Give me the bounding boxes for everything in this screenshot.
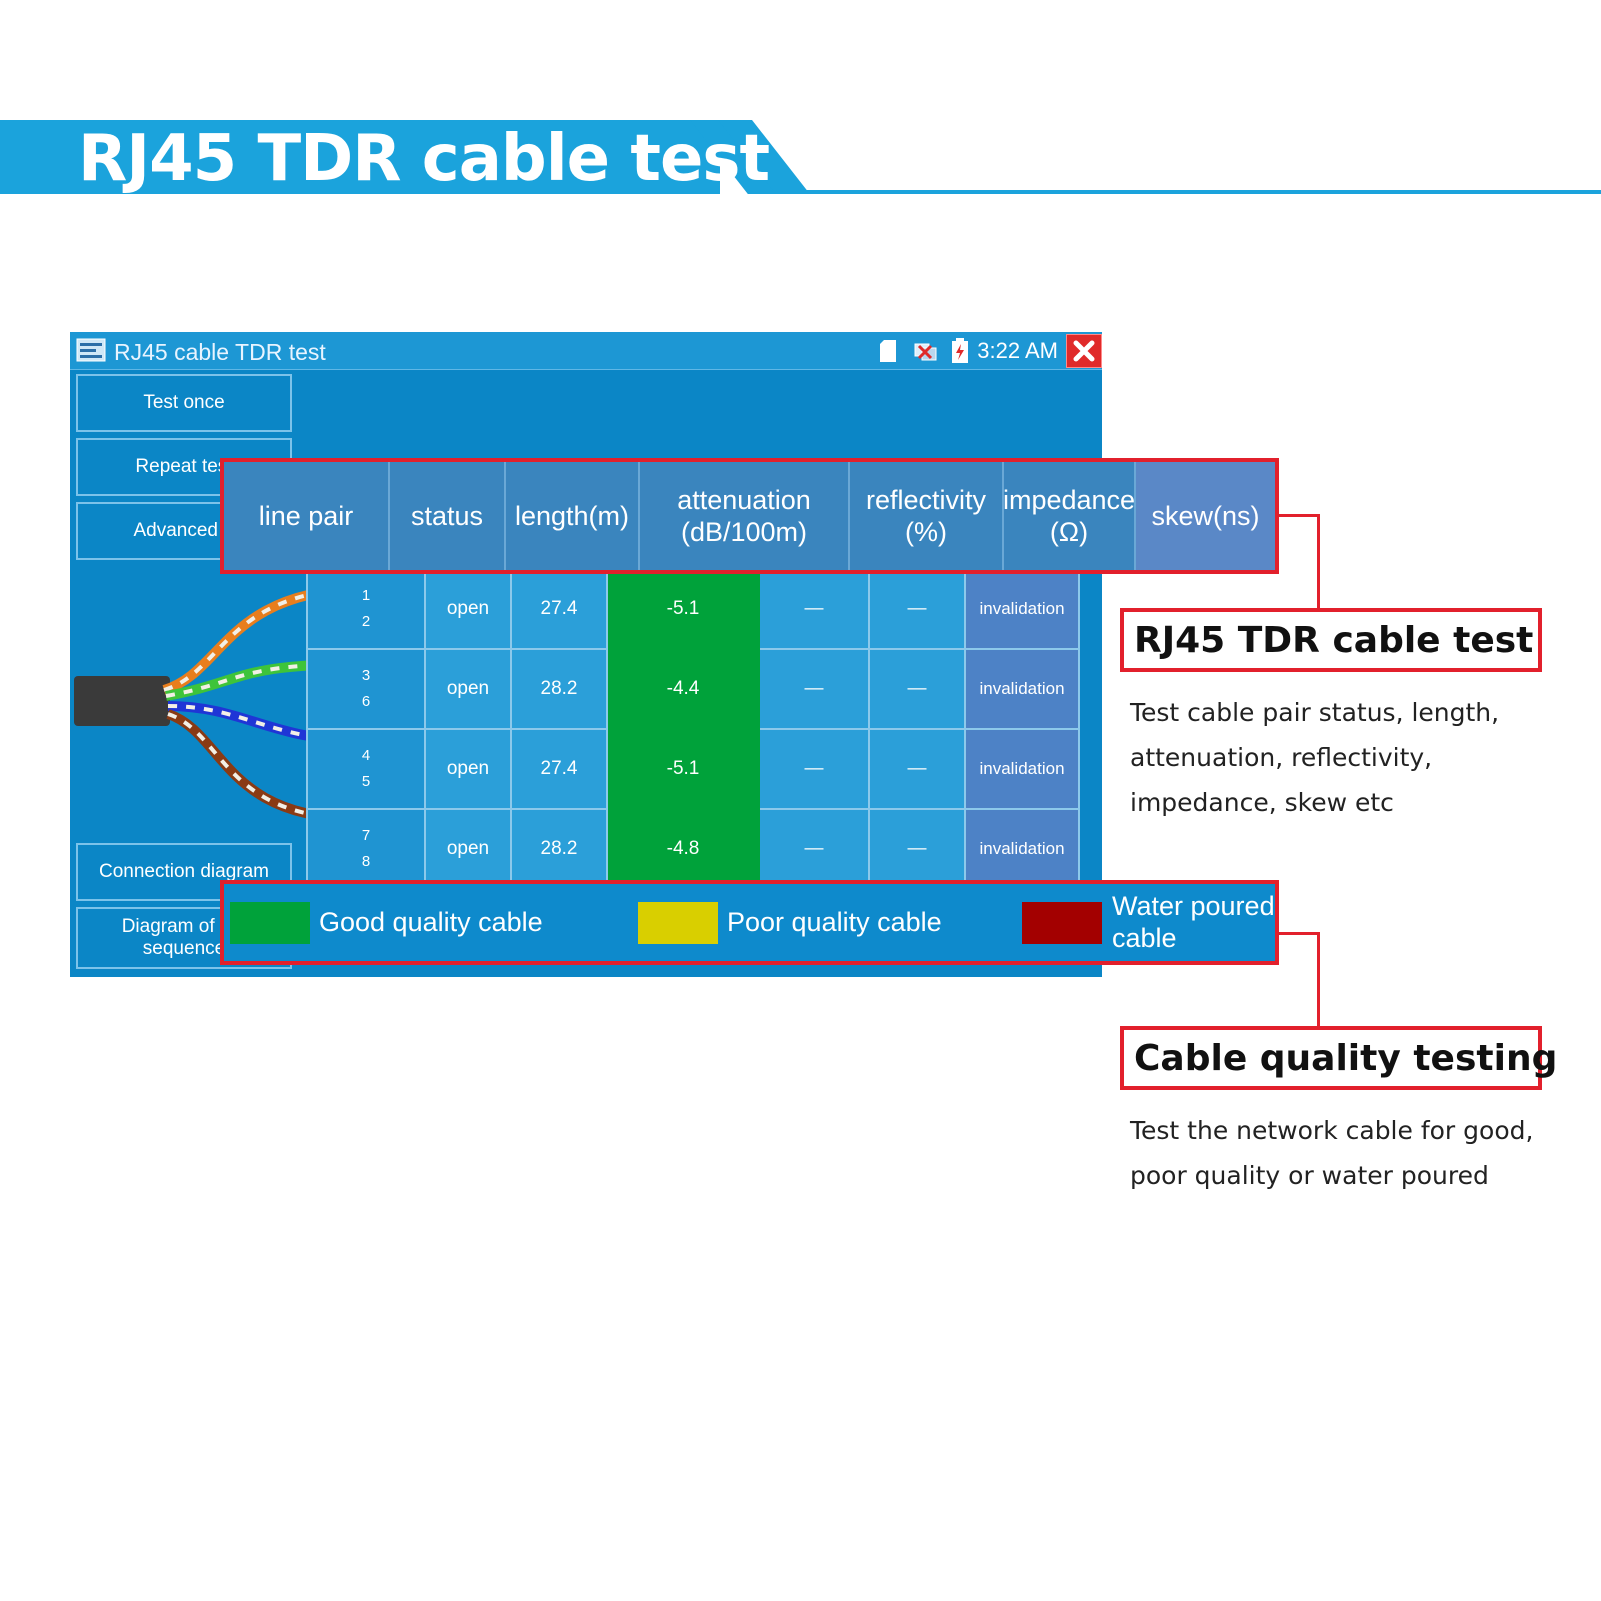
cell-reflectivity: —: [758, 728, 870, 810]
good-quality-swatch: [230, 902, 310, 944]
cell-length: 28.2: [510, 648, 608, 730]
cell-status: open: [424, 728, 512, 810]
header-length: length(m): [506, 462, 640, 570]
screen-title: RJ45 cable TDR test: [114, 339, 326, 365]
device-screen: RJ45 cable TDR test 3:22 AM Te: [70, 332, 1102, 977]
cell-impedance: —: [868, 728, 966, 810]
connector-line: [1279, 932, 1319, 935]
good-quality-label: Good quality cable: [319, 907, 543, 937]
cell-status: open: [424, 648, 512, 730]
header-line-pair: line pair: [224, 462, 390, 570]
cell-length: 27.4: [510, 568, 608, 650]
tdr-callout-box: RJ45 TDR cable test: [1120, 608, 1542, 672]
connector-line: [1279, 514, 1319, 517]
banner-underline: [780, 190, 1601, 194]
banner-title: RJ45 TDR cable test: [78, 122, 770, 196]
cell-reflectivity: —: [758, 808, 870, 890]
cell-attenuation: -4.4: [606, 648, 760, 730]
quality-legend: Good quality cable Poor quality cable Wa…: [220, 880, 1279, 965]
connector-line: [1317, 514, 1320, 610]
test-once-button[interactable]: Test once: [76, 374, 292, 432]
header-status: status: [390, 462, 506, 570]
header-reflectivity: reflectivity(%): [850, 462, 1004, 570]
poor-quality-swatch: [638, 902, 718, 944]
battery-charging-icon: [952, 338, 969, 363]
poor-quality-label: Poor quality cable: [727, 907, 942, 937]
tdr-callout-description: Test cable pair status, length, attenuat…: [1130, 698, 1500, 817]
cell-skew: invalidation: [964, 568, 1080, 650]
clock: 3:22 AM: [977, 338, 1058, 363]
cell-attenuation: -5.1: [606, 568, 760, 650]
cell-impedance: —: [868, 648, 966, 730]
sd-card-icon: [880, 340, 897, 362]
banner-band: [0, 120, 720, 194]
cell-reflectivity: —: [758, 648, 870, 730]
cell-attenuation: -4.8: [606, 808, 760, 890]
quality-callout-description: Test the network cable for good, poor qu…: [1130, 1116, 1534, 1190]
quality-callout-box: Cable quality testing: [1120, 1026, 1557, 1090]
title-bar: RJ45 cable TDR test 3:22 AM: [70, 332, 1102, 370]
cell-status: open: [424, 568, 512, 650]
quality-callout-title: Cable quality testing: [1134, 1037, 1558, 1079]
header-skew: skew(ns): [1136, 462, 1275, 570]
cell-skew: invalidation: [964, 808, 1080, 890]
cell-skew: invalidation: [964, 648, 1080, 730]
cell-length: 27.4: [510, 728, 608, 810]
cell-reflectivity: —: [758, 568, 870, 650]
header-attenuation: attenuation(dB/100m): [640, 462, 850, 570]
status-icons: 3:22 AM: [879, 332, 1102, 370]
connector-line: [1317, 932, 1320, 1028]
cell-impedance: —: [868, 568, 966, 650]
header-impedance: impedance(Ω): [1004, 462, 1136, 570]
water-poured-swatch: [1022, 902, 1102, 944]
cell-impedance: —: [868, 808, 966, 890]
cell-status: open: [424, 808, 512, 890]
cell-length: 28.2: [510, 808, 608, 890]
close-button[interactable]: [1066, 334, 1102, 368]
app-icon: [76, 338, 106, 362]
close-icon: [1073, 340, 1095, 362]
cell-attenuation: -5.1: [606, 728, 760, 810]
table-header-overlay: line pair status length(m) attenuation(d…: [220, 458, 1279, 574]
tdr-callout-title: RJ45 TDR cable test: [1134, 619, 1534, 661]
network-icon: [914, 343, 937, 361]
cell-skew: invalidation: [964, 728, 1080, 810]
